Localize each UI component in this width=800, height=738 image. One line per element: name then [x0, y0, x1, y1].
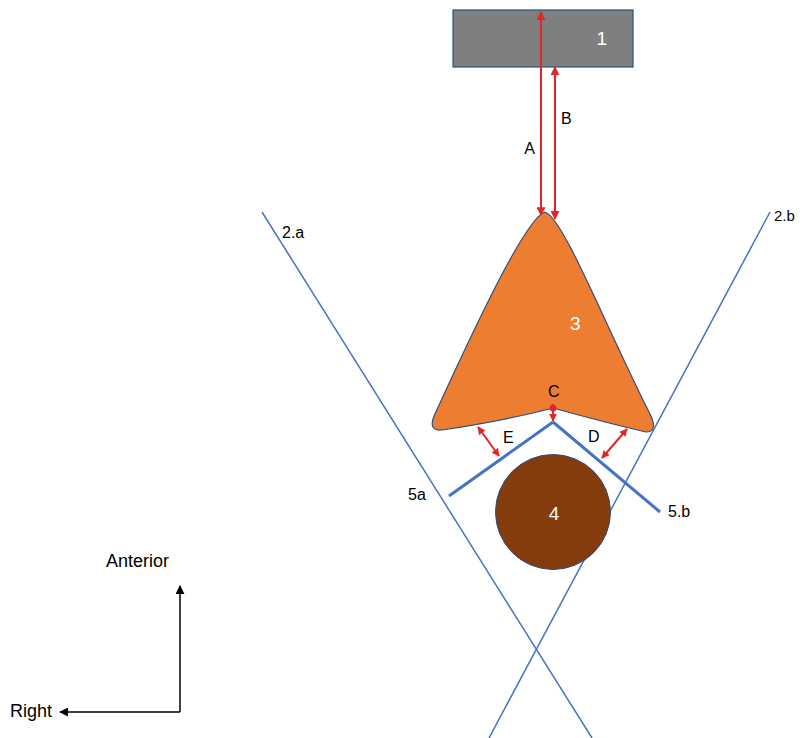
axis-arrow [179, 586, 181, 712]
axis-label: Anterior [106, 552, 169, 572]
distance-arrow [478, 427, 499, 456]
line-label: 5.b [668, 503, 690, 521]
distance-label: A [524, 140, 535, 158]
organ-outline [428, 210, 660, 436]
line-label: 2.a [282, 224, 304, 242]
axis-arrow [60, 711, 180, 713]
distance-arrow [554, 67, 556, 219]
distance-arrow [602, 429, 627, 458]
distance-arrow [540, 12, 542, 215]
organ-shape: 3 [428, 210, 660, 436]
callout-number: 3 [570, 314, 581, 333]
circle-structure: 4 [495, 454, 611, 570]
sensor-block [453, 10, 633, 67]
line-label: 2.b [774, 208, 795, 225]
axis-label: Right [10, 702, 52, 722]
distance-label: B [561, 110, 572, 128]
callout-number: 1 [596, 29, 607, 48]
line-label: 5a [408, 486, 426, 504]
organ-path [432, 212, 653, 432]
callout-number: 4 [549, 504, 560, 523]
sensor-box: 1 [453, 10, 633, 67]
distance-label: D [588, 428, 600, 446]
distance-label: E [503, 429, 514, 447]
point-label: C [548, 383, 560, 401]
distance-arrow [552, 404, 554, 421]
